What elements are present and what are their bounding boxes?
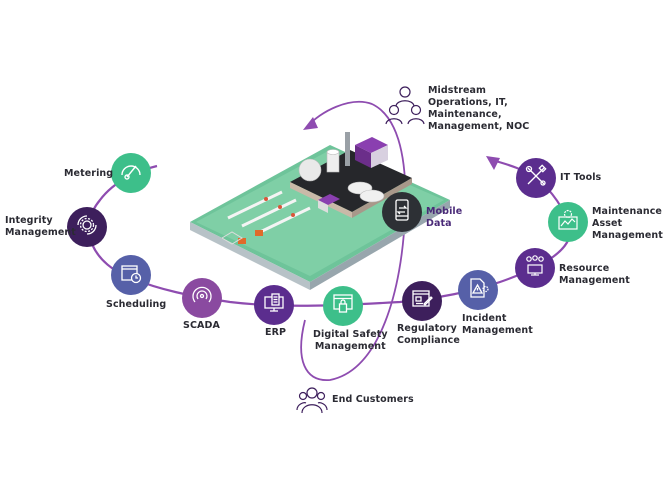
customers-people-icon xyxy=(296,386,328,418)
browser-lock-icon xyxy=(331,292,355,320)
label-regulatory-compliance: Regulatory Compliance xyxy=(397,323,460,346)
gear-cycle-icon xyxy=(75,213,99,241)
calendar-clock-icon xyxy=(119,261,143,289)
stakeholder-top-label: Midstream Operations, IT, Maintenance, M… xyxy=(428,85,530,132)
label-metering: Metering xyxy=(64,168,114,179)
node-mobile-data[interactable] xyxy=(382,192,422,232)
label-mobile-data: Mobile Data xyxy=(426,206,463,229)
form-pen-icon xyxy=(410,287,434,315)
mobile-transfer-icon xyxy=(390,198,414,226)
label-resource-management: Resource Management xyxy=(559,263,630,286)
label-digital-safety-management: Digital Safety Management xyxy=(313,329,388,352)
node-resource-management[interactable] xyxy=(515,248,555,288)
label-incident-management: Incident Management xyxy=(462,313,533,336)
label-maintenance-asset-management: Maintenance / Asset Management xyxy=(592,206,664,241)
node-maintenance-asset-management[interactable] xyxy=(548,202,588,242)
gear-chart-icon xyxy=(556,208,580,236)
node-erp[interactable] xyxy=(254,285,294,325)
tools-icon xyxy=(524,164,548,192)
node-digital-safety-management[interactable] xyxy=(323,286,363,326)
arrow-head-left xyxy=(303,117,318,130)
node-scheduling[interactable] xyxy=(111,255,151,295)
label-erp: ERP xyxy=(265,327,287,338)
gauge-icon xyxy=(119,159,143,187)
monitor-document-icon xyxy=(262,291,286,319)
arrow-head-right xyxy=(486,156,500,170)
label-scada: SCADA xyxy=(183,320,220,331)
node-incident-management[interactable] xyxy=(458,270,498,310)
label-it-tools: IT Tools xyxy=(560,172,602,183)
stakeholder-bottom-label: End Customers xyxy=(332,394,414,405)
node-regulatory-compliance[interactable] xyxy=(402,281,442,321)
signal-icon xyxy=(190,284,214,312)
label-integrity-management: Integrity Management xyxy=(5,215,76,238)
node-integrity-management[interactable] xyxy=(67,207,107,247)
people-monitor-icon xyxy=(523,254,547,282)
node-metering[interactable] xyxy=(111,153,151,193)
plant-platform-illustration xyxy=(190,132,450,290)
node-scada[interactable] xyxy=(182,278,222,318)
node-it-tools[interactable] xyxy=(516,158,556,198)
team-people-icon xyxy=(385,84,425,132)
warning-document-icon xyxy=(466,276,490,304)
label-scheduling: Scheduling xyxy=(106,299,167,310)
